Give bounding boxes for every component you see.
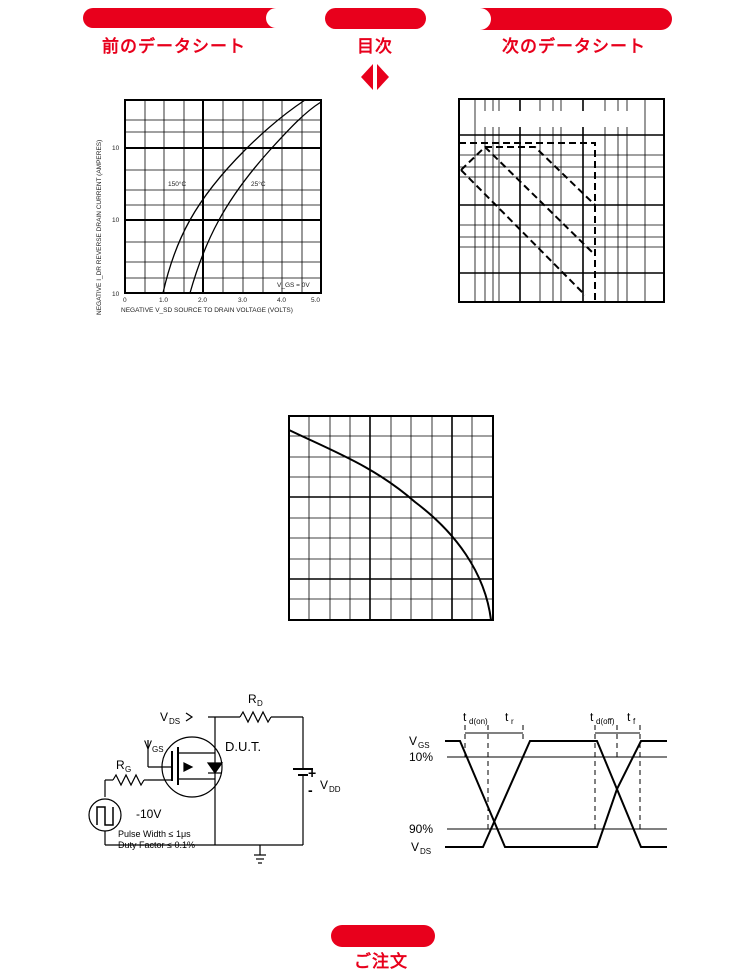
fig1-xtick: 2.0 [198, 297, 207, 304]
curve-label-150c: 150°C [168, 180, 186, 188]
tr-label: t [505, 710, 509, 724]
toc-link[interactable]: 目次 [357, 37, 393, 57]
vds-label: V [160, 710, 168, 724]
td-on-sub: d(on) [469, 717, 488, 726]
wf-vds-sub: DS [420, 847, 431, 856]
rd-resistor-icon [239, 710, 272, 724]
output-waveform [445, 740, 667, 848]
dut-label: D.U.T. [225, 739, 261, 754]
fig1-xtick: 1.0 [159, 297, 168, 304]
wf-vds-label: V [411, 840, 419, 854]
switching-waveforms: V GS 10% 90% V DS t d(on) t r t d(off) t… [409, 710, 667, 856]
td-on-label: t [463, 710, 467, 724]
vgs-label: V [144, 738, 152, 752]
soa-grid [459, 99, 664, 302]
duty-factor-note: Duty Factor ≤ 0.1% [118, 840, 195, 850]
vdd-sub: DD [329, 785, 341, 794]
derating-chart [288, 415, 494, 621]
fig1-xtick: 0 [123, 297, 127, 304]
wf-vgs-label: V [409, 734, 417, 748]
chart-grid [125, 100, 321, 293]
curve-label-25c: 25°C [251, 180, 266, 188]
nav-graphics [83, 8, 672, 90]
toc-button[interactable] [325, 8, 426, 29]
fig1-xtick: 5.0 [311, 297, 320, 304]
td-off-label: t [590, 710, 594, 724]
prev-datasheet-button[interactable] [83, 8, 276, 28]
derating-grid [289, 416, 493, 620]
tf-label: t [627, 710, 631, 724]
fig1-note: V_GS = 0V [277, 282, 310, 289]
wf-vgs-sub: GS [418, 741, 430, 750]
tr-sub: r [511, 717, 514, 726]
soa-boundary [459, 142, 596, 302]
wf-10pct-label: 10% [409, 750, 433, 764]
td-off-sub: d(off) [596, 717, 615, 726]
rg-resistor-icon [112, 773, 145, 787]
fig1-xlabel: NEGATIVE V_SD SOURCE TO DRAIN VOLTAGE (V… [121, 307, 293, 314]
pulse-voltage: -10V [136, 807, 161, 821]
fig1-ytick: 10 [112, 145, 120, 152]
rg-sub: G [125, 765, 131, 774]
fig1-xtick: 4.0 [277, 297, 286, 304]
wf-90pct-label: 90% [409, 822, 433, 836]
tf-sub: f [633, 717, 636, 726]
soa-label-mask [481, 111, 637, 127]
rg-label: R [116, 758, 125, 772]
fig1-ytick: 10 [112, 217, 120, 224]
rd-sub: D [257, 699, 263, 708]
input-waveform [445, 740, 667, 848]
derating-curve [288, 429, 492, 621]
rd-label: R [248, 692, 257, 706]
prev-next-arrows-icon[interactable] [361, 64, 389, 90]
vdd-label: V [320, 778, 328, 792]
next-datasheet-button[interactable] [480, 8, 672, 30]
vdd-plus: + [308, 765, 316, 781]
next-datasheet-link[interactable]: 次のデータシート [502, 37, 646, 57]
safe-operating-area-chart [458, 98, 665, 303]
vds-sub: DS [169, 717, 180, 726]
vds-arrow-icon [185, 712, 194, 722]
diode-forward-chart: NEGATIVE I_DR REVERSE DRAIN CURRENT (AMP… [96, 99, 322, 315]
switching-test-circuit: V DS R D V GS D.U.T. R G + - V DD -10V P… [88, 692, 341, 864]
vdd-minus: - [308, 782, 313, 798]
pulse-width-note: Pulse Width ≤ 1μs [118, 829, 191, 839]
fig1-ylabel: NEGATIVE I_DR REVERSE DRAIN CURRENT (AMP… [96, 140, 103, 315]
fig1-ytick: 10 [112, 291, 120, 298]
body-diode-icon [206, 762, 224, 775]
curve-25c [189, 101, 322, 294]
order-link[interactable]: ご注文 [354, 952, 408, 972]
vgs-sub: GS [152, 745, 164, 754]
prev-datasheet-link[interactable]: 前のデータシート [102, 37, 246, 57]
curve-150c [162, 99, 306, 294]
fig1-xtick: 3.0 [238, 297, 247, 304]
order-button[interactable] [330, 924, 436, 948]
